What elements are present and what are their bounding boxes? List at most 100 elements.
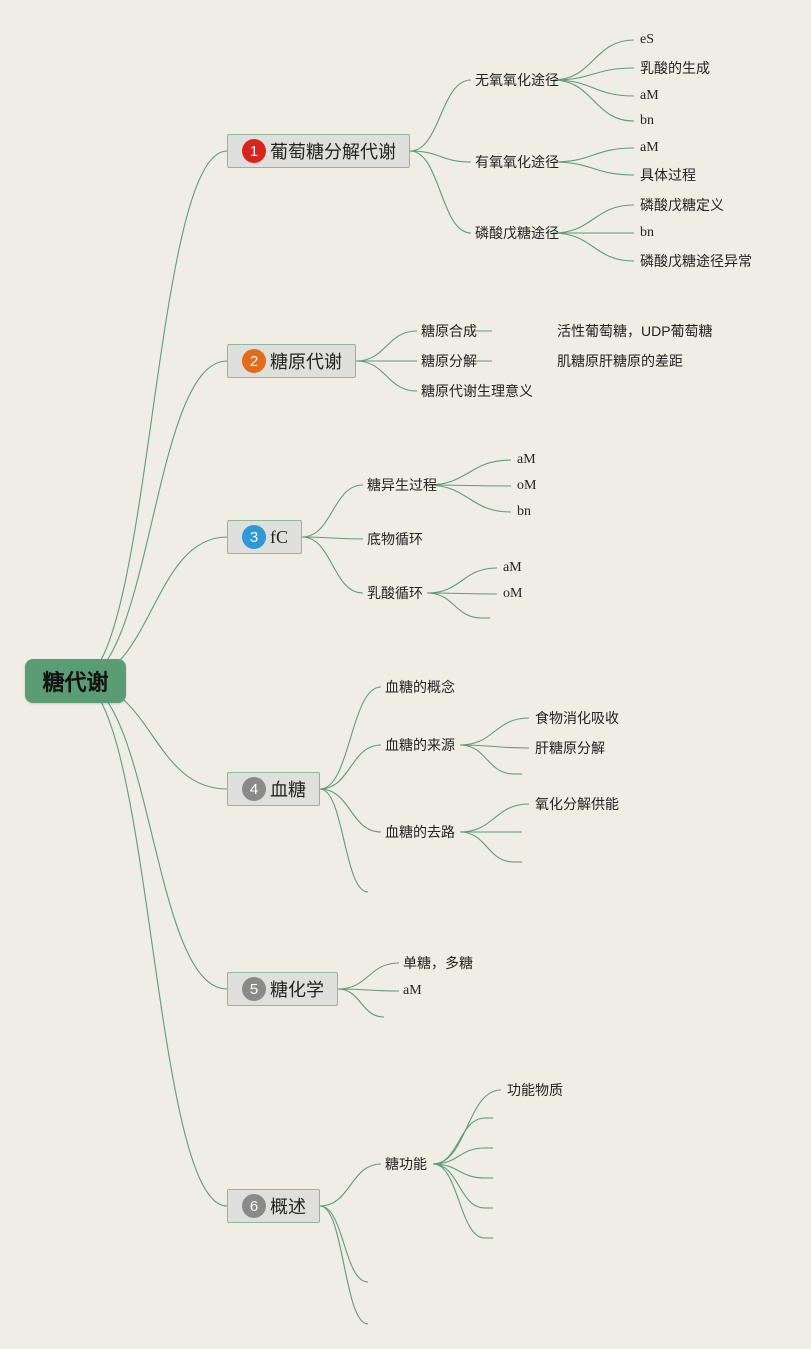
connector (552, 39, 635, 81)
number-badge-icon: 5 (242, 977, 266, 1001)
subtopic-node[interactable]: 磷酸戊糖途径异常 (640, 253, 752, 269)
subtopic-node[interactable]: 氧化分解供能 (535, 796, 619, 812)
topic-node[interactable]: 血糖的来源 (385, 737, 455, 753)
topic-node[interactable]: 糖原分解 (421, 353, 477, 369)
connector (552, 161, 635, 176)
branch-label: 葡萄糖分解代谢 (270, 142, 396, 162)
connector (337, 962, 400, 990)
connector (459, 744, 515, 775)
connector (301, 536, 364, 540)
topic-node[interactable]: 有氧氧化途径 (475, 154, 559, 170)
connector (319, 1205, 369, 1283)
subtopic-node[interactable]: 磷酸戊糖定义 (640, 197, 724, 213)
connector (355, 360, 418, 392)
connector (409, 150, 472, 163)
connector (319, 788, 382, 833)
subtopic-node[interactable]: bn (640, 113, 654, 128)
subtopic-node[interactable]: aM (640, 88, 659, 103)
connector (552, 67, 635, 81)
subtopic-node[interactable]: 肌糖原肝糖原的差距 (557, 353, 683, 369)
connector (426, 459, 512, 486)
number-badge-icon: 2 (242, 349, 266, 373)
connector (355, 330, 418, 362)
topic-node[interactable]: 血糖的去路 (385, 824, 455, 840)
topic-node[interactable]: aM (403, 983, 422, 998)
subtopic-node[interactable]: aM (640, 140, 659, 155)
connector (76, 680, 228, 1207)
number-badge-icon: 4 (242, 777, 266, 801)
branch-label: 血糖 (270, 780, 306, 800)
subtopic-node[interactable]: 食物消化吸收 (535, 710, 619, 726)
number-badge-icon: 6 (242, 1194, 266, 1218)
subtopic-node[interactable]: aM (503, 560, 522, 575)
connector (459, 803, 530, 833)
connector (552, 232, 635, 262)
subtopic-node[interactable]: 肝糖原分解 (535, 740, 605, 756)
topic-node[interactable]: 糖原合成 (421, 323, 477, 339)
connector (432, 1163, 486, 1239)
subtopic-node[interactable]: oM (503, 586, 523, 601)
connector (459, 717, 530, 746)
connector (432, 1163, 486, 1209)
subtopic-node[interactable]: 乳酸的生成 (640, 60, 710, 76)
connector (337, 988, 385, 1018)
branch-label: fC (270, 526, 288, 547)
connector (426, 484, 512, 487)
connector (319, 1163, 382, 1207)
connector (552, 79, 635, 122)
connector (432, 1089, 502, 1165)
connector (426, 592, 498, 595)
topic-node[interactable]: 乳酸循环 (367, 585, 423, 601)
connector (409, 79, 472, 152)
topic-node[interactable]: 底物循环 (367, 531, 423, 547)
connector (552, 147, 635, 163)
connector (426, 592, 483, 619)
connector (319, 686, 382, 790)
number-badge-icon: 1 (242, 139, 266, 163)
connector (552, 204, 635, 234)
subtopic-node[interactable]: oM (517, 478, 537, 493)
connector (301, 536, 364, 594)
connector (76, 150, 228, 682)
subtopic-node[interactable]: bn (640, 225, 654, 240)
topic-node[interactable]: 糖异生过程 (367, 477, 437, 493)
subtopic-node[interactable]: 活性葡萄糖，UDP葡萄糖 (557, 323, 713, 339)
connector (426, 484, 512, 513)
connector (432, 1117, 486, 1165)
connector (459, 831, 515, 863)
subtopic-node[interactable]: 功能物质 (507, 1082, 563, 1098)
connector (409, 150, 472, 234)
topic-node[interactable]: 无氧氧化途径 (475, 72, 559, 88)
subtopic-node[interactable]: bn (517, 504, 531, 519)
connector (319, 1205, 369, 1325)
subtopic-node[interactable]: eS (640, 32, 654, 47)
branch-label: 糖化学 (270, 980, 324, 1000)
topic-node[interactable]: 糖功能 (385, 1156, 427, 1172)
topic-node[interactable]: 单糖，多糖 (403, 955, 473, 971)
topic-node[interactable]: 糖原代谢生理意义 (421, 383, 533, 399)
connector (337, 988, 400, 992)
branch-label: 糖原代谢 (270, 352, 342, 372)
connector (301, 484, 364, 538)
number-badge-icon: 3 (242, 525, 266, 549)
root-node[interactable]: 糖代谢 (25, 659, 126, 703)
connector (319, 788, 369, 893)
connector (459, 744, 530, 749)
topic-node[interactable]: 血糖的概念 (385, 679, 455, 695)
connector (319, 744, 382, 790)
topic-node[interactable]: 磷酸戊糖途径 (475, 225, 559, 241)
connector (552, 79, 635, 97)
subtopic-node[interactable]: aM (517, 452, 536, 467)
branch-label: 概述 (270, 1197, 306, 1217)
connector (432, 1163, 486, 1179)
subtopic-node[interactable]: 具体过程 (640, 167, 696, 183)
connector (426, 567, 498, 594)
connector (76, 360, 228, 682)
